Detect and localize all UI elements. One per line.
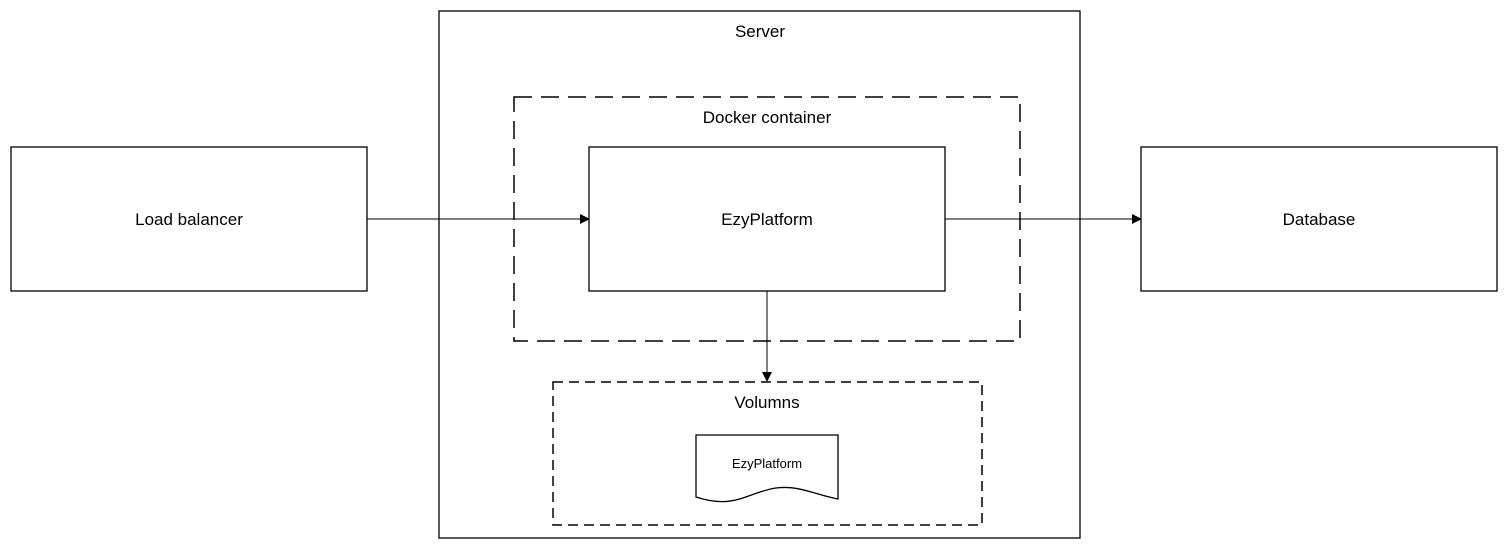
volumns-node: Volumns bbox=[552, 381, 983, 526]
ezyplatform-app-node: EzyPlatform bbox=[588, 146, 946, 292]
database-node: Database bbox=[1140, 146, 1498, 292]
database-label: Database bbox=[1283, 210, 1356, 229]
ezyplatform-volume-label: EzyPlatform bbox=[732, 456, 802, 471]
load-balancer-label: Load balancer bbox=[135, 210, 243, 229]
load-balancer-node: Load balancer bbox=[10, 146, 368, 292]
ezyplatform-app-label: EzyPlatform bbox=[721, 210, 813, 229]
ezyplatform-volume-document: EzyPlatform bbox=[695, 434, 839, 503]
docker-container-label: Docker container bbox=[703, 108, 832, 127]
server-label: Server bbox=[735, 22, 785, 41]
document-icon bbox=[695, 434, 839, 503]
volumns-label: Volumns bbox=[734, 393, 799, 412]
server-node: Server bbox=[438, 10, 1081, 539]
